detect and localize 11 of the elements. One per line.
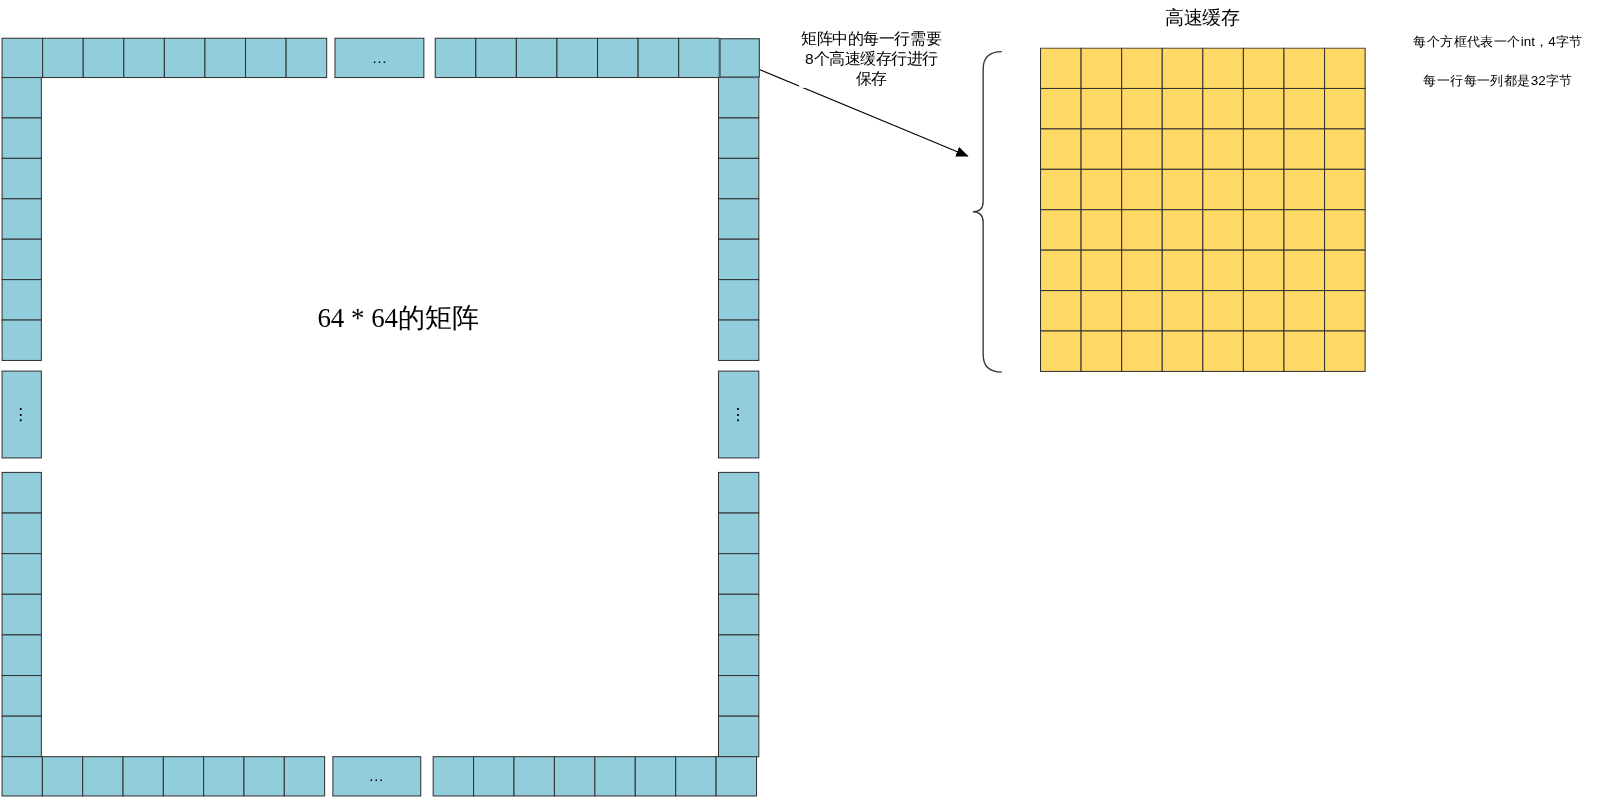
ellipsis: … xyxy=(368,767,385,786)
vertical-ellipsis: ⋮ xyxy=(729,404,747,425)
matrix-title: 64 * 64的矩阵 xyxy=(317,302,479,335)
note-text: 每一行每一列都是32字节 xyxy=(1423,72,1573,89)
grid-title: 高速缓存 xyxy=(1164,6,1241,30)
vertical-ellipsis: ⋮ xyxy=(12,404,29,425)
arrow xyxy=(759,69,969,157)
note-text: 每个方框代表一个int，4字节 xyxy=(1413,33,1583,50)
edge-label: 矩阵中的每一行需要8个高速缓存行进行保存 xyxy=(799,30,944,89)
ellipsis: … xyxy=(371,48,388,68)
matrix-cell xyxy=(719,38,760,78)
